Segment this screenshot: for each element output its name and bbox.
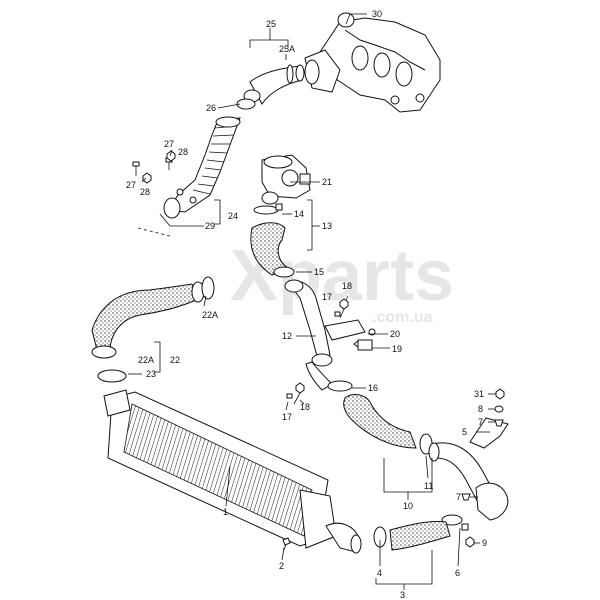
- callout-18-a: 18: [342, 281, 352, 291]
- callout-18-b: 18: [300, 402, 310, 412]
- hose-13: [250, 222, 290, 276]
- nut-28-upper: [166, 150, 176, 162]
- callout-25: 25: [266, 19, 276, 29]
- callout-22: 22: [170, 355, 180, 365]
- callout-27-b: 27: [126, 180, 136, 190]
- nut-31: [495, 388, 505, 400]
- clamp-6: [441, 514, 469, 531]
- callout-15: 15: [314, 267, 324, 277]
- leader-lines: [128, 13, 496, 590]
- callout-22A-b: 22A: [138, 355, 154, 365]
- callout-13: 13: [322, 221, 332, 231]
- callout-24: 24: [228, 211, 238, 221]
- hose-4: [373, 521, 451, 551]
- callout-7-a: 7: [478, 417, 483, 427]
- upper-hose-25: [236, 64, 305, 110]
- throttle-body-21: [261, 154, 311, 205]
- pipe-12: [284, 279, 366, 391]
- sensor-19-20: [353, 328, 376, 351]
- callout-12: 12: [282, 331, 292, 341]
- callout-27-a: 27: [164, 139, 174, 149]
- callout-22A: 22A: [202, 310, 218, 320]
- callout-28-a: 28: [178, 147, 188, 157]
- washer-8: [494, 405, 504, 413]
- callout-30: 30: [372, 9, 382, 19]
- callout-11: 11: [424, 481, 433, 491]
- callout-17-b: 17: [282, 412, 292, 422]
- callout-2: 2: [279, 561, 284, 571]
- clamp-15: [273, 266, 295, 278]
- turbo-manifold: [304, 12, 441, 113]
- callout-6: 6: [455, 568, 460, 578]
- callout-21: 21: [322, 177, 332, 187]
- callout-19: 19: [392, 344, 402, 354]
- callout-14: 14: [294, 209, 304, 219]
- callout-labels: 30 25 25A 26 27 28 27 28 24 29 21 14 13 …: [126, 9, 487, 600]
- callout-16: 16: [368, 383, 378, 393]
- callout-26: 26: [206, 103, 216, 113]
- watermark-domain: .com.ua: [372, 309, 433, 326]
- clamp-14: [253, 203, 283, 215]
- callout-1: 1: [223, 507, 228, 517]
- stud-7-upper: [494, 419, 504, 427]
- bolt-17-18-upper: [334, 298, 349, 319]
- callout-20: 20: [390, 329, 400, 339]
- callout-8: 8: [478, 404, 483, 414]
- callout-3: 3: [400, 590, 405, 600]
- callout-4: 4: [377, 568, 382, 578]
- callout-29: 29: [205, 221, 215, 231]
- bolt-27-lower: [132, 161, 140, 176]
- bolt-2: [282, 537, 291, 551]
- nut-28-lower: [142, 172, 152, 184]
- callout-28-b: 28: [140, 187, 150, 197]
- hose-10: [343, 394, 433, 455]
- bolt-17-18-lower: [286, 382, 305, 405]
- clamp-16: [327, 380, 353, 392]
- stud-7-lower: [461, 493, 471, 501]
- callout-7-b: 7: [456, 492, 461, 502]
- bolt-9: [465, 536, 475, 548]
- callout-17-a: 17: [322, 292, 332, 302]
- intercooler-1: [103, 389, 362, 554]
- callout-5: 5: [462, 427, 467, 437]
- callout-25A: 25A: [279, 44, 295, 54]
- callout-23: 23: [146, 369, 156, 379]
- hose-22: [91, 276, 215, 383]
- callout-31: 31: [474, 389, 484, 399]
- corrugated-pipe-24: [163, 116, 241, 219]
- callout-10: 10: [403, 501, 413, 511]
- pipe-5: [428, 417, 509, 521]
- callout-9: 9: [482, 538, 487, 548]
